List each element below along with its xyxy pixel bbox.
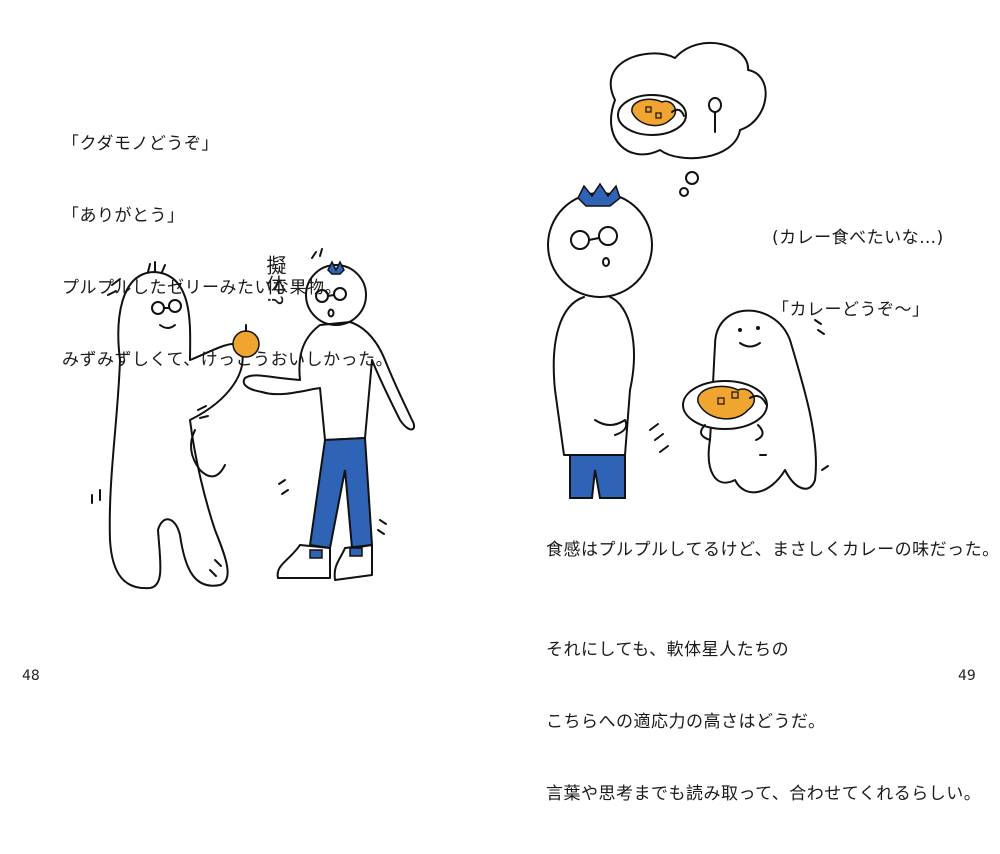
page-number-left: 48 — [22, 668, 40, 684]
narration-line: それにしても、軟体星人たちの — [546, 640, 790, 660]
alien-giving-fruit-illustration — [91, 248, 416, 590]
sfx-text: 擬体? — [263, 255, 287, 306]
narration-paragraph-1: 食感はプルプルしてるけど、まさしくカレーの味だった。 — [546, 540, 1000, 560]
narration-paragraph-2: それにしても、軟体星人たちの こちらへの適応力の高さはどうだ。 言葉や思考までも… — [546, 590, 981, 854]
narration-line: みずみずしくて、けっこうおいしかった。 — [62, 350, 394, 370]
fruit — [232, 330, 260, 358]
dialogue-line: 「カレーどうぞ〜」 — [772, 300, 930, 320]
narration-line: 言葉や思考までも読み取って、合わせてくれるらしい。 — [546, 784, 982, 804]
right-page: (カレー食べたいな…) 「カレーどうぞ〜」 — [500, 0, 1000, 804]
speech-block: (カレー食べたいな…) 「カレーどうぞ〜」 — [772, 178, 944, 370]
thought-line: (カレー食べたいな…) — [772, 228, 944, 248]
left-page: 「クダモノどうぞ」 「ありがとう」 プルプルしたゼリーみたいな果物。 みずみずし… — [0, 0, 500, 699]
curry-scene-illustration — [547, 41, 829, 499]
dialogue-line: 「ありがとう」 — [62, 206, 185, 226]
dialogue-line: 「クダモノどうぞ」 — [62, 134, 219, 154]
narration-line: こちらへの適応力の高さはどうだ。 — [546, 712, 826, 732]
page-number-right: 49 — [958, 668, 976, 684]
